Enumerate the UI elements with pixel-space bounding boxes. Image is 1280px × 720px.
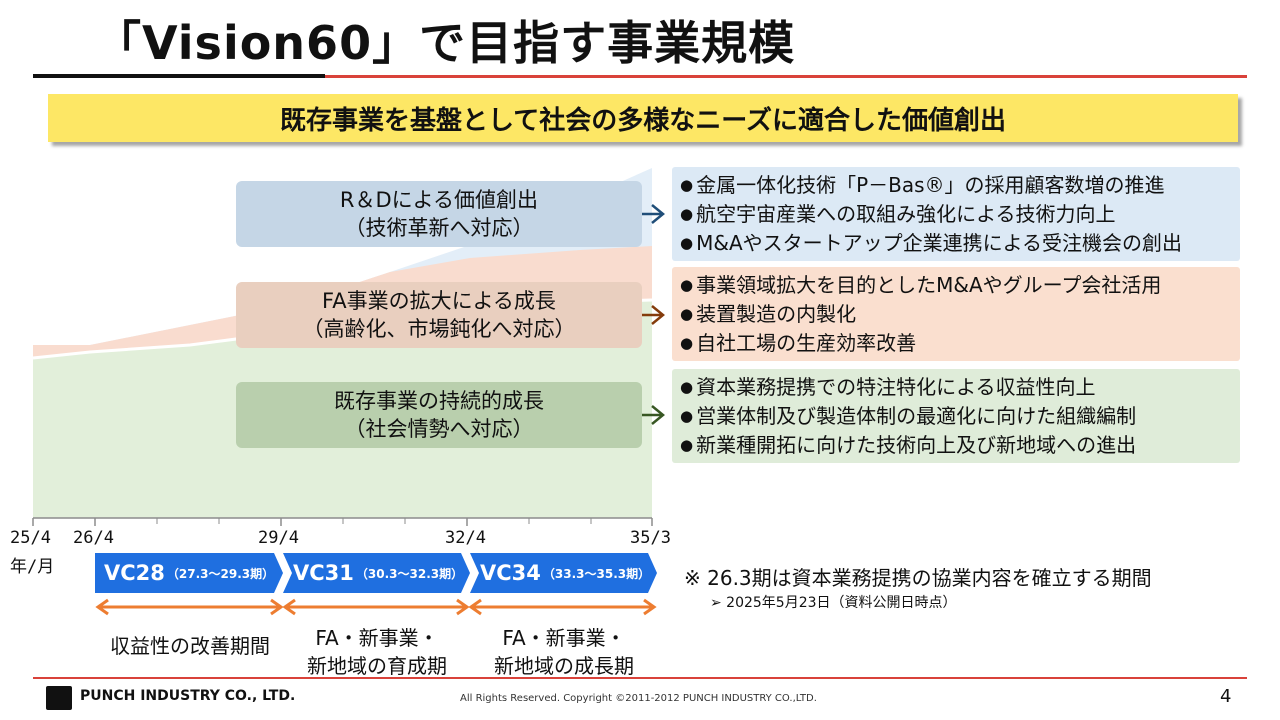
company-logo-icon [46, 686, 72, 710]
vc28-label: VC28（27.3～29.3期） [104, 561, 275, 585]
company-name: PUNCH INDUSTRY CO., LTD. [80, 688, 296, 704]
vc31-span-arrow [282, 598, 470, 616]
existing-label-line1: 既存事業の持続的成長 [334, 389, 544, 413]
tick-label-32-4: 32/4 [445, 528, 486, 548]
publication-date-note: ➢ 2025年5月23日（資料公開日時点） [710, 595, 957, 611]
page-title: 「Vision60」で目指す事業規模 [95, 16, 796, 70]
theme-banner: 既存事業を基盤として社会の多様なニーズに適合した価値創出 [48, 94, 1238, 142]
existing-label-box: 既存事業の持続的成長 （社会情勢へ対応） [236, 382, 642, 448]
fa-label-box: FA事業の拡大による成長 （高齢化、市場鈍化へ対応） [236, 282, 642, 348]
rd-arrow [642, 204, 665, 224]
vc34-chevron [470, 553, 657, 593]
vc28-chevron [95, 553, 283, 593]
fa-info-item: ●装置製造の内製化 [680, 302, 857, 326]
fa-label-line2: （高齢化、市場鈍化へ対応） [302, 317, 576, 341]
existing-label-line2: （社会情勢へ対応） [344, 417, 534, 441]
existing-info-item: ●営業体制及び製造体制の最適化に向けた組織編制 [680, 404, 1137, 428]
fiscal-note: ※ 26.3期は資本業務提携の協業内容を確立する期間 [684, 566, 1152, 590]
vc31-chevron [283, 553, 470, 593]
fa-arrow [642, 305, 665, 325]
vc34-phase: FA・新事業・ 新地域の成長期 [494, 626, 634, 678]
rd-label-line2: （技術革新へ対応） [344, 216, 534, 240]
title-underline-black [33, 74, 325, 78]
rd-info-item: ●航空宇宙産業への取組み強化による技術力向上 [680, 202, 1116, 226]
rd-label-box: R＆Dによる価値創出 （技術革新へ対応） [236, 181, 642, 247]
fa-info-box: ●事業領域拡大を目的としたM&Aやグループ会社活用 ●装置製造の内製化 ●自社工… [672, 267, 1240, 361]
axis-unit-label: 年/月 [10, 557, 55, 577]
footer-rule [33, 677, 1247, 679]
rd-info-item: ●M&Aやスタートアップ企業連携による受注機会の創出 [680, 231, 1183, 255]
rd-info-item: ●金属一体化技術「P－Bas®」の採用顧客数増の推進 [680, 173, 1165, 197]
title-underline-red [325, 75, 1247, 78]
vc34-label: VC34（33.3～35.3期） [480, 561, 651, 585]
fa-label-line1: FA事業の拡大による成長 [322, 289, 556, 313]
vc31-phase: FA・新事業・ 新地域の育成期 [307, 626, 447, 678]
tick-label-35-3: 35/3 [630, 528, 671, 548]
tick-label-26-4: 26/4 [73, 528, 114, 548]
tick-label-29-4: 29/4 [258, 528, 299, 548]
copyright-text: All Rights Reserved. Copyright ©2011-201… [460, 693, 817, 704]
vc28-span-arrow [95, 598, 284, 616]
existing-arrow [642, 405, 665, 425]
existing-info-box: ●資本業務提携での特注特化による収益性向上 ●営業体制及び製造体制の最適化に向け… [672, 369, 1240, 463]
existing-info-item: ●資本業務提携での特注特化による収益性向上 [680, 375, 1096, 399]
vc28-phase: 収益性の改善期間 [110, 634, 270, 658]
fa-info-item: ●事業領域拡大を目的としたM&Aやグループ会社活用 [680, 273, 1162, 297]
fa-info-item: ●自社工場の生産効率改善 [680, 331, 917, 355]
existing-info-item: ●新業種開拓に向けた技術向上及び新地域への進出 [680, 433, 1137, 457]
page-number: 4 [1220, 686, 1232, 707]
vc31-label: VC31（30.3～32.3期） [293, 561, 464, 585]
tick-label-25-4: 25/4 [10, 528, 51, 548]
vc34-span-arrow [468, 598, 657, 616]
rd-info-box: ●金属一体化技術「P－Bas®」の採用顧客数増の推進 ●航空宇宙産業への取組み強… [672, 167, 1240, 261]
rd-label-line1: R＆Dによる価値創出 [339, 188, 539, 212]
